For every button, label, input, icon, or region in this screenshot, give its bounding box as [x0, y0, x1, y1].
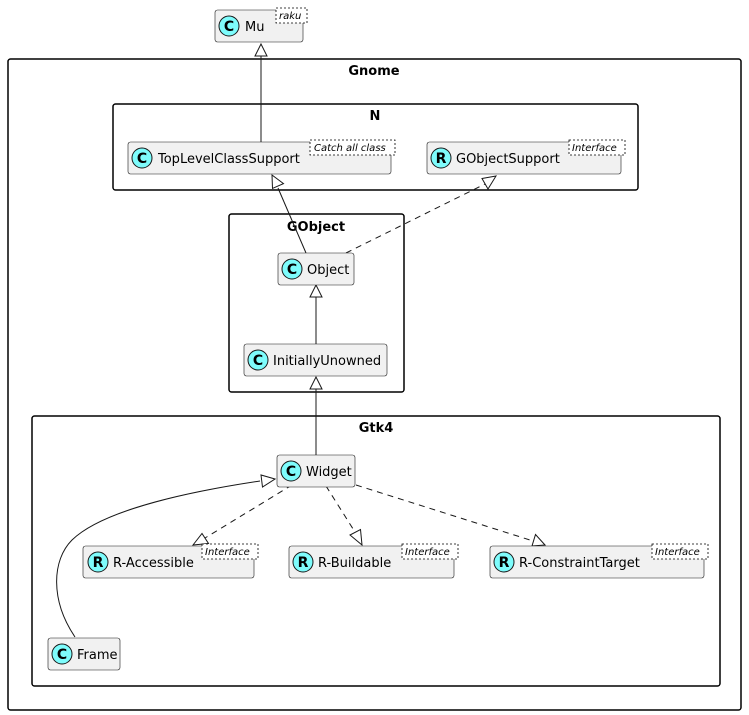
class-initiallyunowned[interactable]: C InitiallyUnowned — [243, 343, 388, 377]
arrowhead-mu — [254, 42, 268, 57]
class-r-constrainttarget-stereotype: Interface — [655, 547, 700, 558]
package-gobject-title: GObject — [287, 220, 345, 235]
edges — [56, 42, 547, 638]
package-gtk4-title: Gtk4 — [359, 421, 394, 436]
class-gobjectsupport-name: GObjectSupport — [456, 152, 560, 167]
class-icon — [280, 460, 302, 482]
svg-text:C: C — [224, 19, 234, 35]
svg-text:R: R — [298, 555, 309, 571]
class-r-buildable[interactable]: R R-Buildable Interface — [288, 543, 459, 579]
arrowhead-gobjectsupport — [481, 175, 498, 190]
edge-widget-to-raccessible — [204, 484, 293, 539]
arrowhead-initiallyunowned — [309, 375, 323, 390]
class-icon — [281, 258, 303, 280]
class-initiallyunowned-name: InitiallyUnowned — [273, 354, 381, 369]
class-icon — [131, 147, 153, 169]
class-frame[interactable]: C Frame — [47, 637, 121, 671]
package-n-title: N — [370, 109, 381, 124]
arrowhead-toplevel — [271, 173, 285, 190]
package-gnome-title: Gnome — [348, 64, 399, 79]
class-r-buildable-name: R-Buildable — [318, 556, 391, 571]
svg-text:C: C — [57, 647, 67, 663]
class-r-constrainttarget[interactable]: R R-ConstraintTarget Interface — [489, 543, 709, 579]
class-icon — [247, 349, 269, 371]
arrowhead-rconstrainttarget — [531, 533, 547, 547]
class-r-buildable-stereotype: Interface — [405, 547, 450, 558]
role-icon — [493, 551, 515, 573]
svg-text:R: R — [499, 555, 510, 571]
svg-text:C: C — [286, 464, 296, 480]
class-toplevelclasssupport[interactable]: C TopLevelClassSupport Catch all class — [127, 139, 396, 175]
edge-object-to-gobjectsupport — [345, 182, 488, 254]
svg-text:R: R — [436, 151, 447, 167]
package-n: N — [112, 103, 639, 191]
class-object-name: Object — [307, 263, 349, 278]
arrowhead-raccessible — [191, 532, 210, 546]
class-r-accessible-name: R-Accessible — [113, 556, 194, 571]
class-toplevelclasssupport-stereotype: Catch all class — [314, 143, 386, 154]
class-icon — [218, 15, 240, 37]
arrowhead-object — [309, 283, 323, 298]
class-mu-name: Mu — [245, 20, 264, 35]
role-icon — [292, 551, 314, 573]
svg-text:C: C — [137, 151, 147, 167]
class-object[interactable]: C Object — [277, 252, 355, 286]
arrowhead-rbuildable — [349, 528, 363, 547]
class-mu-stereotype: raku — [279, 11, 301, 22]
class-toplevelclasssupport-name: TopLevelClassSupport — [157, 152, 300, 167]
class-gobjectsupport-stereotype: Interface — [572, 143, 617, 154]
class-gobjectsupport[interactable]: R GObjectSupport Interface — [426, 139, 626, 175]
class-r-accessible-stereotype: Interface — [205, 547, 250, 558]
svg-text:C: C — [253, 353, 263, 369]
class-r-constrainttarget-name: R-ConstraintTarget — [519, 556, 640, 571]
edge-frame-to-widget — [56, 480, 261, 638]
role-icon — [87, 551, 109, 573]
svg-text:C: C — [287, 262, 297, 278]
edge-widget-to-rbuildable — [325, 485, 356, 533]
arrowhead-widget — [260, 474, 277, 488]
class-widget-name: Widget — [306, 465, 352, 480]
package-gnome: Gnome — [7, 58, 742, 711]
edge-object-to-toplevel — [277, 187, 307, 254]
class-r-accessible[interactable]: R R-Accessible Interface — [82, 543, 259, 579]
svg-text:R: R — [93, 555, 104, 571]
edge-widget-to-rconstrainttarget — [355, 484, 531, 541]
class-frame-name: Frame — [77, 648, 118, 663]
package-gtk4: Gtk4 — [31, 415, 721, 687]
class-mu[interactable]: C Mu raku — [214, 7, 308, 43]
class-icon — [51, 643, 73, 665]
class-widget[interactable]: C Widget — [276, 454, 356, 488]
role-icon — [430, 147, 452, 169]
